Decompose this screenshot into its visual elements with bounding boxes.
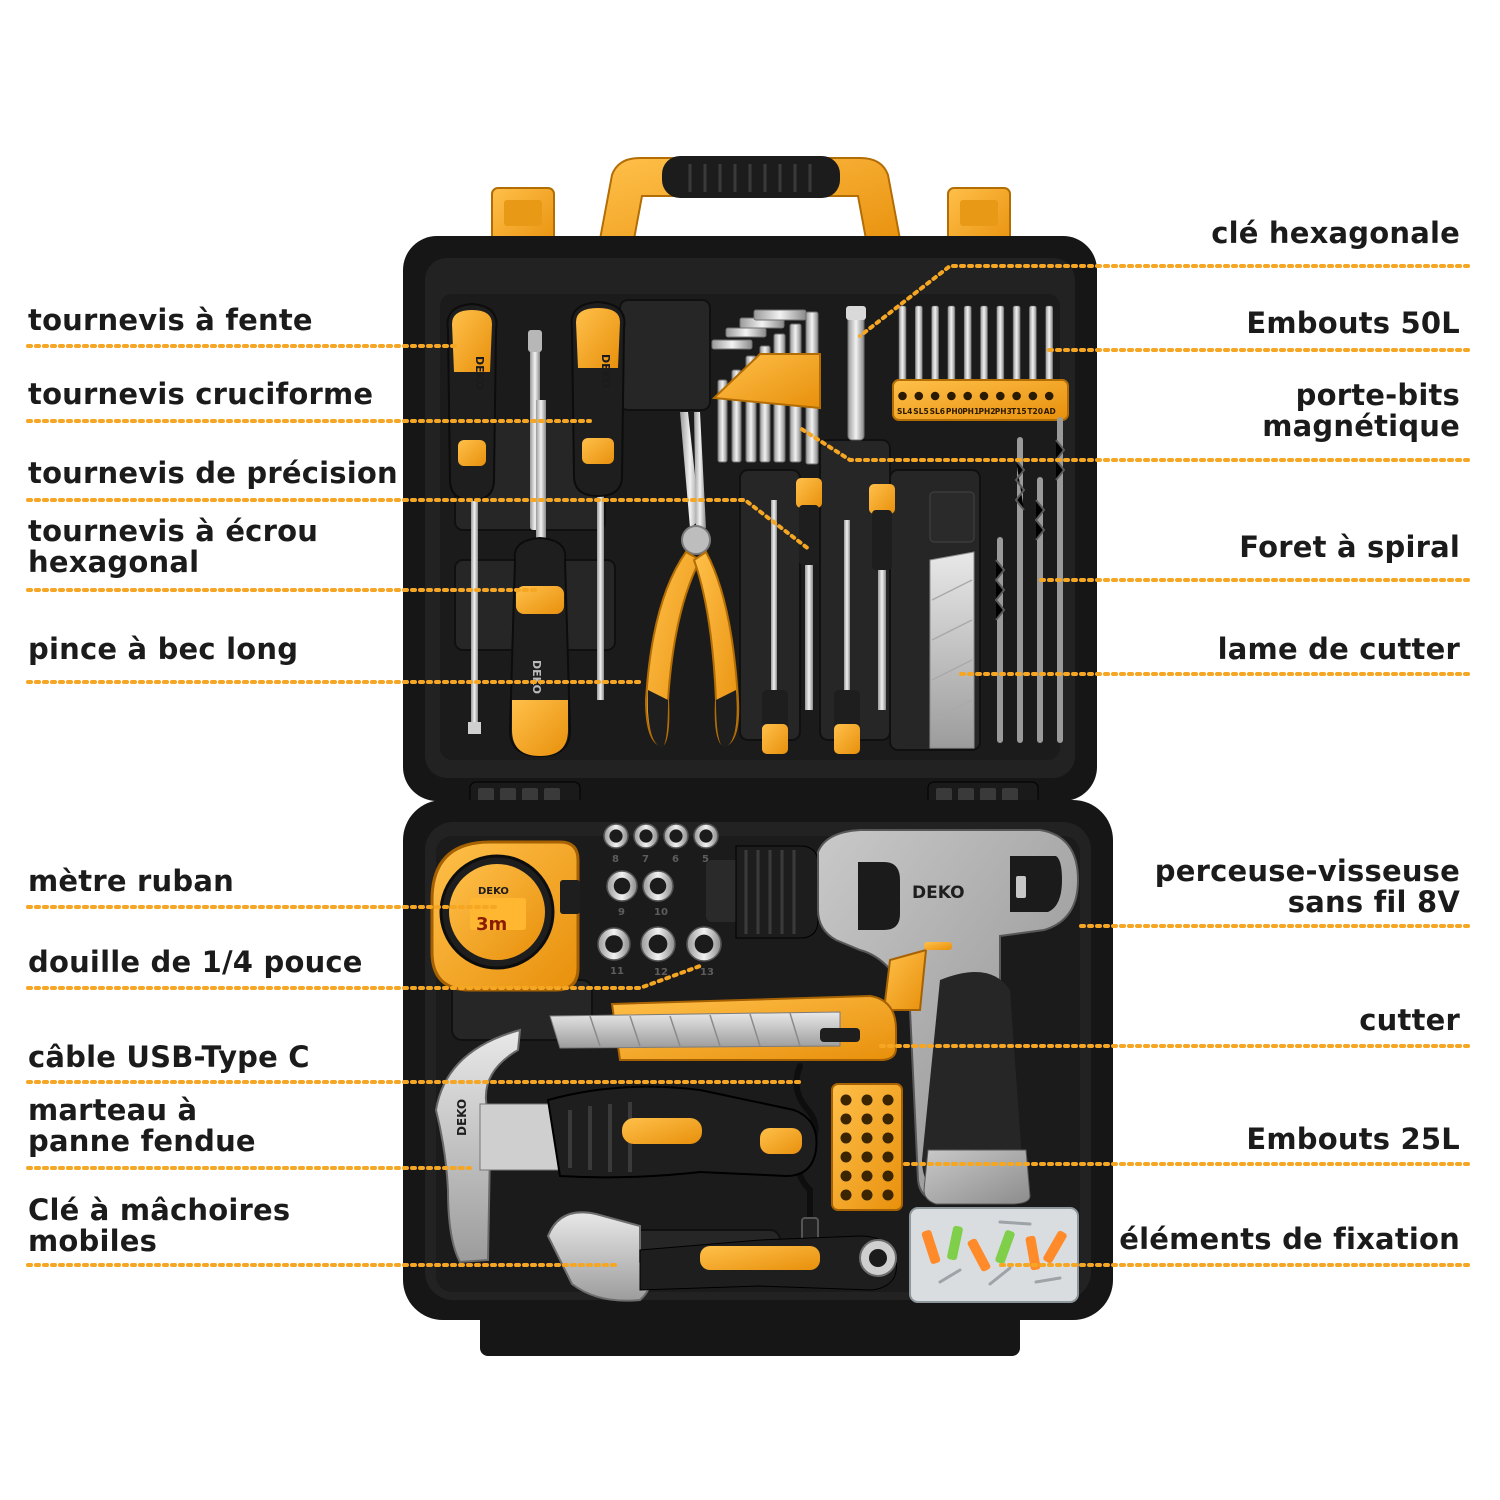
label-embouts-50l: Embouts 50L bbox=[1246, 306, 1460, 340]
label-embouts-25l: Embouts 25L bbox=[1246, 1122, 1460, 1156]
label-cable-usb: câble USB-Type C bbox=[28, 1040, 310, 1074]
tape-length-text: 3m bbox=[476, 914, 507, 935]
bit-code-label: PH0 bbox=[946, 407, 963, 416]
bit-code-label: PH2 bbox=[979, 407, 996, 416]
tool-socket-set: 8 7 6 5 9 10 11 12 13 bbox=[597, 823, 722, 978]
socket-size-label: 7 bbox=[642, 854, 649, 865]
socket-size-label: 13 bbox=[700, 967, 714, 978]
bit-ph1 bbox=[963, 305, 972, 385]
bit-code-label: AD bbox=[1044, 407, 1056, 416]
socket-size-label: 11 bbox=[610, 966, 624, 977]
tool-bits-25l bbox=[831, 1083, 903, 1211]
label-metre-ruban: mètre ruban bbox=[28, 864, 234, 898]
bit-t15 bbox=[1012, 305, 1021, 385]
tool-adjustable-wrench bbox=[546, 1211, 897, 1302]
bit-sl5 bbox=[914, 305, 923, 385]
deko-text-nut-driver: DEKO bbox=[530, 660, 543, 694]
tool-claw-hammer: DEKO bbox=[434, 1028, 818, 1264]
bit-sl4 bbox=[898, 305, 907, 385]
deko-text-phillips: DEKO bbox=[599, 354, 612, 388]
label-tournevis-precision: tournevis de précision bbox=[28, 456, 398, 490]
tool-magnetic-bit-holder bbox=[846, 306, 866, 441]
label-tournevis-ecrou: tournevis à écrou hexagonal bbox=[28, 514, 319, 579]
tool-phillips-screwdriver: DEKO bbox=[570, 300, 626, 700]
deko-text-drill: DEKO bbox=[912, 883, 965, 903]
label-marteau: marteau à panne fendue bbox=[28, 1093, 256, 1158]
deko-text-tape: DEKO bbox=[478, 886, 509, 897]
bit-code-label: PH1 bbox=[962, 407, 979, 416]
case-handle bbox=[596, 156, 904, 251]
label-foret-spiral: Foret à spiral bbox=[1239, 530, 1460, 564]
leader-lines bbox=[26, 264, 1470, 1267]
bit-code-label: SL5 bbox=[913, 407, 928, 416]
tool-tape-measure: 3m DEKO bbox=[430, 840, 580, 992]
socket-size-label: 8 bbox=[612, 854, 619, 865]
bit-ph0 bbox=[947, 305, 956, 385]
label-cutter: cutter bbox=[1359, 1003, 1460, 1037]
label-perceuse: perceuse-visseuse sans fil 8V bbox=[1154, 854, 1460, 919]
bit-code-label: T20 bbox=[1027, 407, 1043, 416]
bit-ph3 bbox=[996, 305, 1005, 385]
bit-ad bbox=[1045, 305, 1053, 385]
tool-hex-key-set bbox=[711, 309, 821, 465]
tool-utility-cutter bbox=[549, 994, 897, 1061]
bit-sl6 bbox=[931, 305, 939, 385]
label-tournevis-cruciforme: tournevis cruciforme bbox=[28, 377, 374, 411]
bit-t20 bbox=[1029, 305, 1037, 385]
label-lame-cutter: lame de cutter bbox=[1217, 632, 1460, 666]
bit-code-label: SL4 bbox=[897, 407, 912, 416]
case-latches bbox=[491, 187, 1011, 251]
socket-size-label: 12 bbox=[654, 967, 668, 978]
label-tournevis-fente: tournevis à fente bbox=[28, 303, 313, 337]
tool-precision-screwdrivers bbox=[762, 478, 895, 754]
bit-ph2 bbox=[980, 305, 988, 385]
tool-fasteners-box bbox=[909, 1207, 1079, 1303]
bit-code-label: PH3 bbox=[995, 407, 1012, 416]
socket-size-label: 5 bbox=[702, 854, 709, 865]
deko-text-hammer: DEKO bbox=[455, 1099, 469, 1136]
deko-text-slotted: DEKO bbox=[473, 356, 486, 390]
label-douille: douille de 1/4 pouce bbox=[28, 945, 363, 979]
tool-slotted-screwdriver: DEKO bbox=[446, 302, 498, 734]
socket-size-label: 9 bbox=[618, 907, 625, 918]
label-fixation: éléments de fixation bbox=[1119, 1222, 1460, 1256]
label-cle-machoires: Clé à mâchoires mobiles bbox=[28, 1193, 291, 1258]
socket-size-label: 6 bbox=[672, 854, 679, 865]
tool-nut-driver: DEKO bbox=[508, 400, 572, 758]
socket-size-label: 10 bbox=[654, 907, 668, 918]
tool-cutter-blades bbox=[929, 491, 975, 749]
tool-cordless-drill: DEKO bbox=[706, 829, 1080, 1205]
label-cle-hexagonale: clé hexagonale bbox=[1211, 216, 1460, 250]
label-pince-bec-long: pince à bec long bbox=[28, 632, 299, 666]
bit-code-label: T15 bbox=[1011, 407, 1027, 416]
label-porte-bits: porte-bits magnétique bbox=[1262, 378, 1460, 443]
bit-code-label: SL6 bbox=[930, 407, 945, 416]
